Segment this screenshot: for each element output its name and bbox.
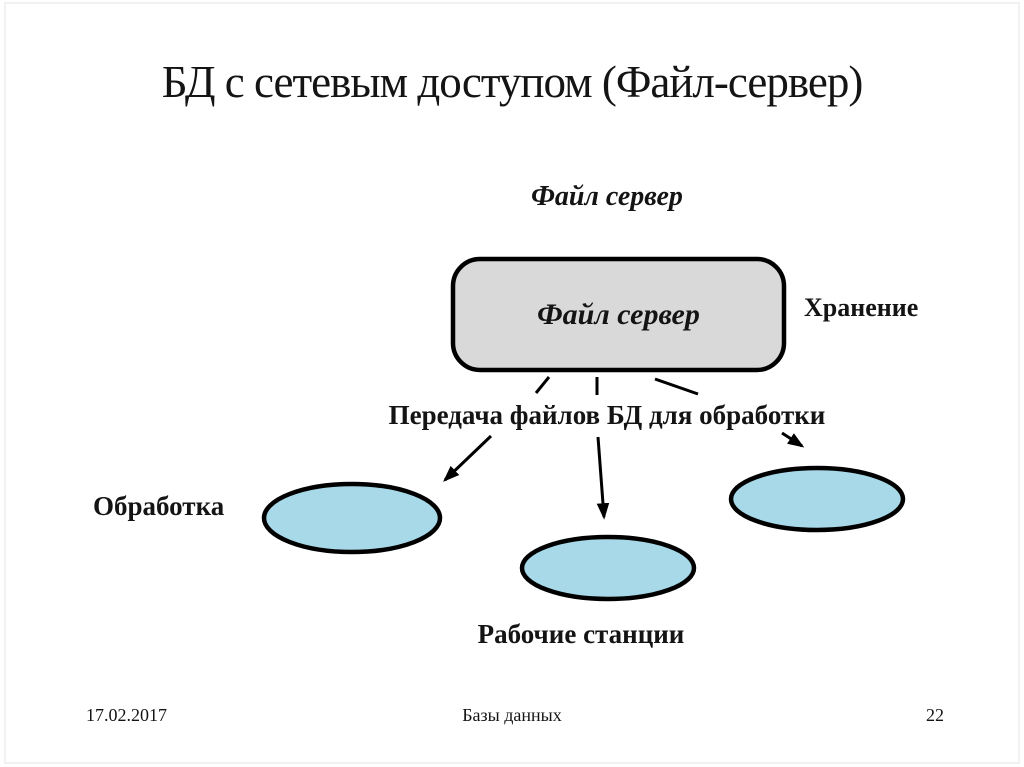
connector-stub-left <box>534 376 551 394</box>
connector-stub-right <box>654 377 699 396</box>
footer-date: 17.02.2017 <box>86 705 167 725</box>
arrow-to-middle-workstation <box>596 436 610 520</box>
footer-course-title: Базы данных <box>462 705 562 725</box>
arrow-to-left-workstation <box>443 434 493 482</box>
file-server-box-label: Файл сервер <box>537 297 700 331</box>
arrow-to-right-workstation <box>781 431 805 448</box>
transfer-label: Передача файлов БД для обработки <box>388 400 826 430</box>
file-server-box <box>450 256 787 373</box>
file-server-top-label: Файл сервер <box>531 181 683 212</box>
footer-page-number: 22 <box>926 705 944 725</box>
workstations-label: Рабочие станции <box>477 619 685 649</box>
workstation-ellipse-middle <box>519 534 697 602</box>
workstation-ellipse-right <box>728 465 906 533</box>
workstation-ellipse-left <box>261 481 443 555</box>
slide-title: БД с сетевым доступом (Файл-сервер) <box>161 57 864 107</box>
storage-label: Хранение <box>804 293 919 322</box>
processing-label: Обработка <box>93 491 225 521</box>
